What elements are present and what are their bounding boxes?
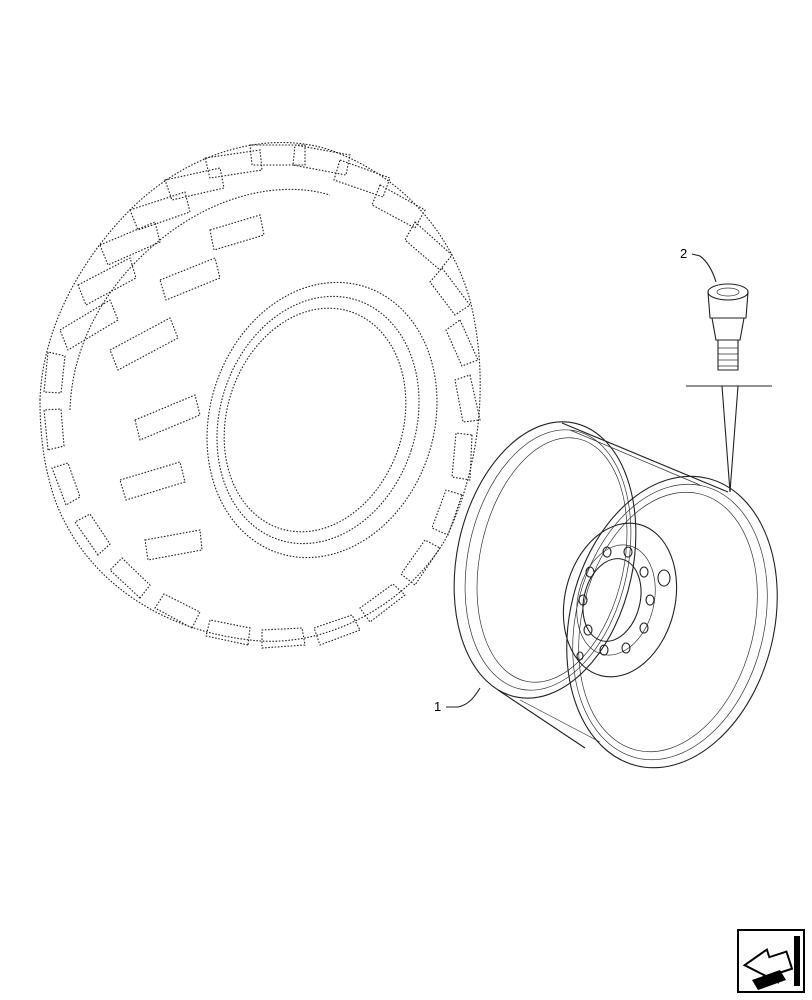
assembly-leader xyxy=(686,385,772,493)
tyre-drawing xyxy=(39,141,481,649)
next-page-arrow-icon[interactable] xyxy=(737,929,805,993)
callout-2: 2 xyxy=(680,246,717,283)
valve-drawing xyxy=(707,283,749,371)
callout-1: 1 xyxy=(434,687,481,714)
callout-1-number: 1 xyxy=(434,699,441,714)
callout-2-number: 2 xyxy=(680,246,687,261)
rim-drawing xyxy=(453,421,778,769)
